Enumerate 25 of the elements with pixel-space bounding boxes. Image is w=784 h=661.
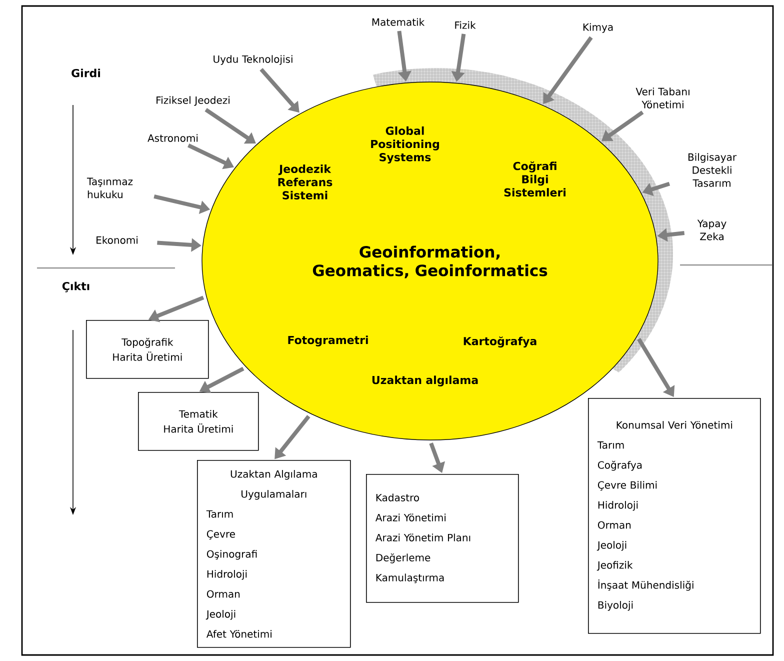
discipline-label: Taşınmaz hukuku xyxy=(86,178,133,198)
discipline-label: Fizik xyxy=(455,21,476,29)
discipline-label: Astronomi xyxy=(148,134,198,142)
section-label: Girdi xyxy=(72,68,100,78)
topic-label: Uzaktan algılama xyxy=(372,376,478,386)
output-box: Konumsal Veri Yönetimi Tarım Coğrafya Çevre Bilimi Hidroloji Orman Jeoloji Jeofizik İnşaat Mühendisliği Biyoloji xyxy=(588,398,761,634)
discipline-label: Ekonomi xyxy=(96,236,138,244)
topic-label: Kartoğrafya xyxy=(464,336,536,348)
discipline-label: Kimya xyxy=(583,23,613,33)
discipline-label: Yapay Zeka xyxy=(697,220,726,240)
output-box: Topoğrafik Harita Üretimi xyxy=(86,320,209,379)
discipline-label: Matematik xyxy=(372,18,425,26)
topic-label: Geoinformation, Geomatics, Geoinformatics xyxy=(312,246,548,278)
output-box: Uzaktan Algılama Uygulamaları Tarım Çevre Oşinografi Hidroloji Orman Jeoloji Afet Yönetimi xyxy=(197,460,351,648)
topic-label: Coğrafi Bilgi Sistemleri xyxy=(504,161,566,197)
topic-label: Jeodezik Referans Sistemi xyxy=(278,164,332,200)
topic-label: Fotogrametri xyxy=(288,336,368,346)
output-box: Kadastro Arazi Yönetimi Arazi Yönetim Planı Değerleme Kamulaştırma xyxy=(366,474,519,603)
output-box: Tematik Harita Üretimi xyxy=(138,392,259,451)
section-label: Çıktı xyxy=(62,282,90,292)
discipline-label: Uydu Teknolojisi xyxy=(214,55,292,65)
discipline-label: Bilgisayar Destekli Tasarım xyxy=(688,153,737,187)
discipline-label: Fiziksel Jeodezi xyxy=(156,96,230,106)
topic-label: Global Positioning Systems xyxy=(371,126,439,164)
discipline-label: Veri Tabanı Yönetimi xyxy=(636,88,690,108)
